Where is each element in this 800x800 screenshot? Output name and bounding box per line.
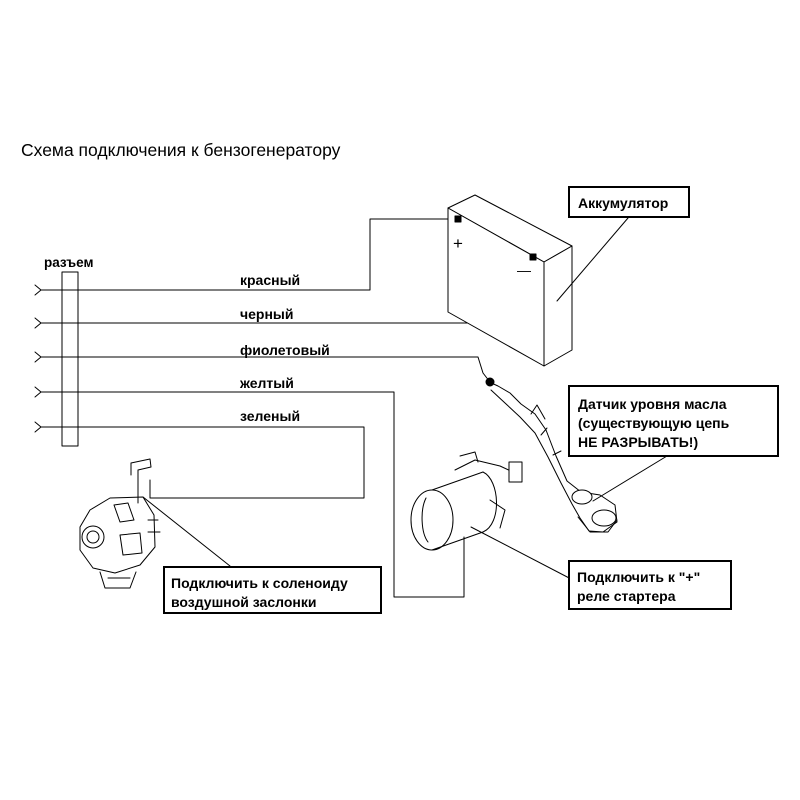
carburetor-callout: Подключить к соленоиду воздушной заслонк…	[163, 566, 382, 614]
carburetor-line-1: Подключить к соленоиду	[171, 575, 348, 591]
wire-violet	[40, 356, 491, 383]
battery-plus-sign: +	[453, 234, 463, 253]
wire-red	[40, 218, 459, 291]
pin-3-arrow	[34, 351, 42, 363]
carburetor-icon	[79, 458, 161, 589]
battery-callout: Аккумулятор	[568, 186, 690, 218]
battery-label: Аккумулятор	[578, 195, 669, 211]
pin-1-arrow	[34, 284, 42, 296]
diagram-title: Схема подключения к бензогенератору	[21, 140, 341, 160]
starter-line-1: Подключить к "+"	[577, 569, 701, 585]
starter-motor-icon	[410, 451, 523, 551]
wire-label-violet: фиолетовый	[240, 342, 330, 358]
wire-label-black: черный	[240, 306, 294, 322]
battery-plus-terminal	[454, 215, 462, 223]
connector-block	[61, 271, 79, 447]
pin-5-arrow	[34, 421, 42, 433]
starter-line-2: реле стартера	[577, 588, 676, 604]
wire-label-red: красный	[240, 272, 301, 288]
carburetor-callout-line	[142, 496, 231, 567]
wire-yellow	[40, 391, 465, 598]
connector-label: разъем	[44, 255, 94, 270]
pin-2-arrow	[34, 317, 42, 329]
connector-pins	[34, 284, 42, 433]
oil-level-sensor-icon	[485, 377, 618, 533]
wire-label-yellow: желтый	[240, 375, 294, 391]
battery-icon	[447, 194, 573, 367]
wire-green	[40, 426, 365, 499]
battery-minus-terminal	[529, 253, 537, 261]
oil-sensor-callout: Датчик уровня масла (существующую цепь Н…	[568, 385, 779, 457]
starter-callout: Подключить к "+" реле стартера	[568, 560, 732, 610]
pin-4-arrow	[34, 386, 42, 398]
starter-callout-line	[470, 526, 574, 581]
battery-minus-sign: —	[517, 262, 531, 278]
oil-sensor-line-1: Датчик уровня масла	[578, 396, 727, 412]
wire-label-green: зеленый	[240, 408, 301, 424]
oil-sensor-line-3: НЕ РАЗРЫВАТЬ!)	[578, 434, 699, 450]
battery-callout-line	[556, 217, 629, 302]
oil-sensor-callout-line	[592, 455, 668, 502]
oil-sensor-line-2: (существующую цепь	[578, 415, 730, 431]
carburetor-line-2: воздушной заслонки	[171, 594, 317, 610]
